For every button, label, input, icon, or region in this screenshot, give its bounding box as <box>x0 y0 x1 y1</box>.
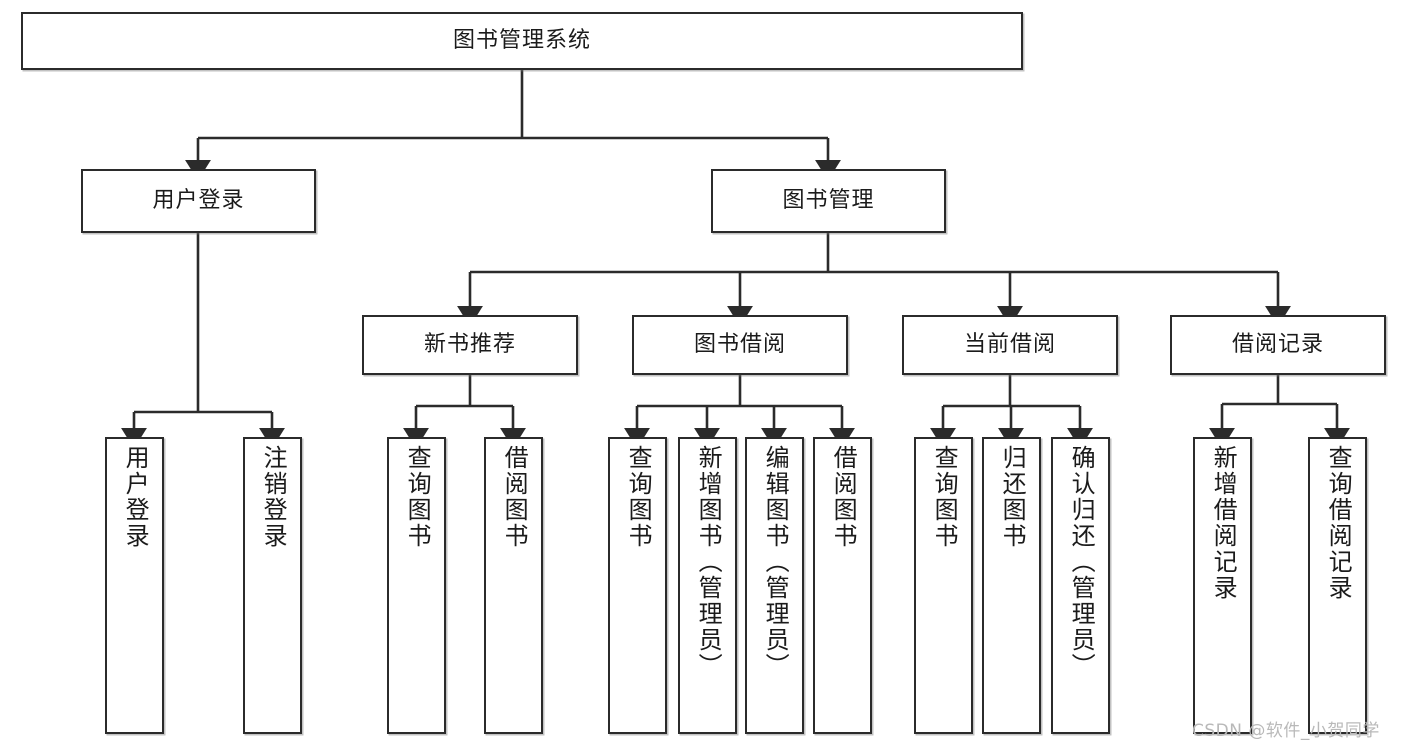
node-book-management[interactable]: 图书管理 <box>711 169 946 233</box>
node-leaf-query-books-newbook[interactable]: 查询图书 <box>387 437 446 734</box>
node-label: 新增借阅记录 <box>1209 445 1238 601</box>
node-leaf-edit-book-admin[interactable]: 编辑图书（管理员） <box>745 437 804 734</box>
node-label: 图书管理系统 <box>452 27 591 53</box>
node-label: 图书借阅 <box>693 331 786 357</box>
node-label: 确认归还（管理员） <box>1067 445 1096 679</box>
node-label: 借阅图书 <box>500 445 529 549</box>
node-leaf-user-login[interactable]: 用户登录 <box>105 437 164 734</box>
node-current-borrowing[interactable]: 当前借阅 <box>902 315 1118 375</box>
node-label: 查询借阅记录 <box>1324 445 1353 601</box>
node-leaf-logout[interactable]: 注销登录 <box>243 437 302 734</box>
node-label: 用户登录 <box>121 445 150 549</box>
node-leaf-confirm-return-admin[interactable]: 确认归还（管理员） <box>1051 437 1110 734</box>
node-label: 注销登录 <box>259 445 288 549</box>
node-new-book-recommendation[interactable]: 新书推荐 <box>362 315 578 375</box>
node-leaf-borrow-books[interactable]: 借阅图书 <box>813 437 872 734</box>
node-label: 查询图书 <box>403 445 432 549</box>
node-label: 归还图书 <box>998 445 1027 549</box>
node-label: 当前借阅 <box>963 331 1056 357</box>
node-leaf-query-books-current[interactable]: 查询图书 <box>914 437 973 734</box>
node-user-login[interactable]: 用户登录 <box>81 169 316 233</box>
node-book-borrowing[interactable]: 图书借阅 <box>632 315 848 375</box>
node-label: 新增图书（管理员） <box>694 445 723 679</box>
node-leaf-query-books-borrow[interactable]: 查询图书 <box>608 437 667 734</box>
node-label: 借阅图书 <box>829 445 858 549</box>
node-leaf-add-borrow-record[interactable]: 新增借阅记录 <box>1193 437 1252 734</box>
node-leaf-add-book-admin[interactable]: 新增图书（管理员） <box>678 437 737 734</box>
node-label: 用户登录 <box>152 187 245 213</box>
node-label: 查询图书 <box>930 445 959 549</box>
node-borrow-records[interactable]: 借阅记录 <box>1170 315 1386 375</box>
node-label: 借阅记录 <box>1231 331 1324 357</box>
node-label: 查询图书 <box>624 445 653 549</box>
node-leaf-return-books[interactable]: 归还图书 <box>982 437 1041 734</box>
watermark-text: CSDN @软件_小贺同学 <box>1192 721 1380 741</box>
node-label: 图书管理 <box>782 187 875 213</box>
node-label: 新书推荐 <box>423 331 516 357</box>
node-leaf-borrow-books-newbook[interactable]: 借阅图书 <box>484 437 543 734</box>
node-leaf-query-borrow-record[interactable]: 查询借阅记录 <box>1308 437 1367 734</box>
node-label: 编辑图书（管理员） <box>761 445 790 679</box>
node-root-book-management-system[interactable]: 图书管理系统 <box>21 12 1023 70</box>
